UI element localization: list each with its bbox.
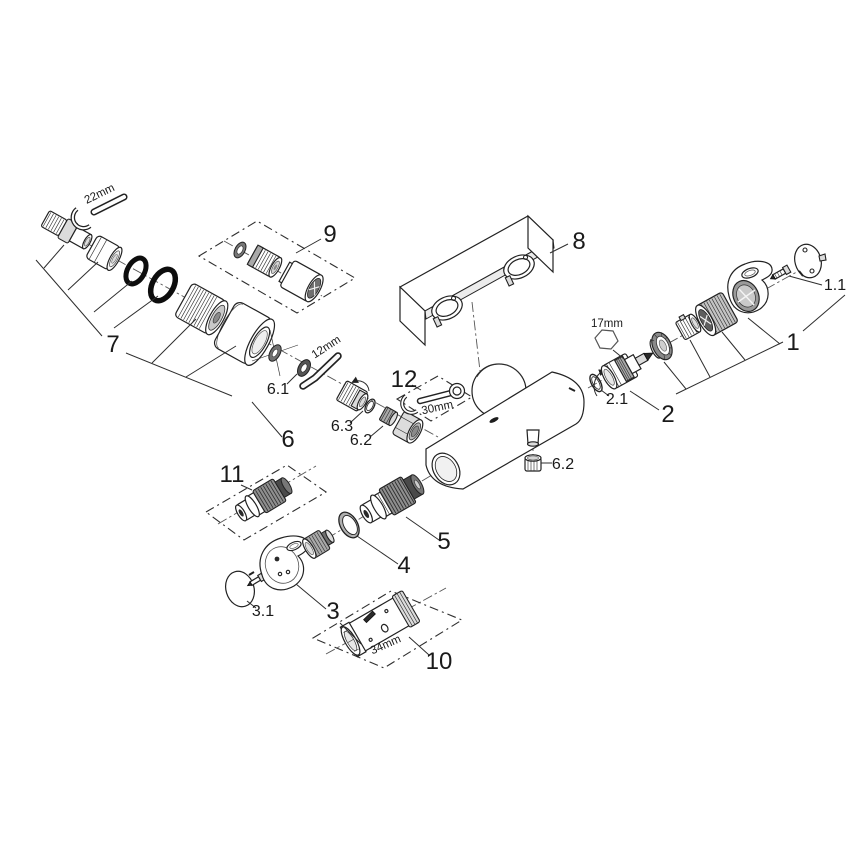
part-label-6: 6	[281, 426, 294, 453]
part-label-6.3: 6.3	[331, 418, 353, 435]
kit-box-10	[311, 590, 464, 669]
service-kit-boxes	[197, 220, 474, 669]
part-label-7: 7	[106, 331, 119, 358]
part-label-12: 12	[391, 366, 418, 393]
part-5-cartridge	[359, 474, 425, 524]
part-6-3-plug	[336, 380, 369, 412]
wrench-30mm-icon	[400, 382, 466, 415]
part-3-volume-handle	[259, 535, 309, 591]
part-6-3-oring	[364, 398, 376, 414]
part-6-2-insert	[379, 406, 399, 427]
part-1-threaded-bushing	[675, 313, 702, 340]
part-9-kit-cylinder	[246, 244, 283, 278]
part-label-8: 8	[572, 228, 585, 255]
part-label-1: 1	[786, 329, 799, 356]
part-11-cartridge-kit	[235, 477, 293, 522]
socket-tool-34mm	[339, 590, 420, 658]
kit-box-11	[204, 464, 328, 541]
leader-lines	[35, 238, 846, 656]
part-6-2-body-screw	[524, 454, 542, 472]
part-1-1-cap	[794, 243, 827, 279]
part-1-handle-screw	[769, 264, 792, 280]
part-label-10: 10	[426, 648, 453, 675]
part-label-11: 11	[220, 461, 245, 488]
part-7-oring-small	[123, 255, 149, 287]
part-label-6.2-body: 6.2	[552, 456, 574, 473]
part-7-threaded-collar	[175, 283, 229, 336]
kit-box-12	[395, 375, 474, 422]
part-9-kit-socket	[278, 260, 324, 303]
part-7-oring-large	[147, 266, 179, 304]
part-6-1-seal	[297, 359, 311, 377]
part-label-3: 3	[326, 598, 339, 625]
part-1-temperature-handle	[727, 260, 773, 314]
tool-size-label-17mm: 17mm	[591, 318, 623, 330]
part-label-5: 5	[437, 528, 450, 555]
part-7-union-adapter	[41, 210, 93, 250]
part-6-2-nut	[392, 411, 424, 444]
part-4-ring	[338, 511, 360, 539]
kit-box-9	[197, 220, 357, 314]
allen-key-12mm-icon	[299, 352, 342, 390]
part-label-2: 2	[661, 401, 674, 428]
part-7-union-nut	[86, 235, 123, 271]
part-label-1.1: 1.1	[824, 277, 846, 294]
hex-17mm-icon	[594, 329, 619, 350]
part-7-seal-marked	[251, 329, 299, 377]
part-8-mounting-bracket	[398, 214, 555, 347]
part-label-9: 9	[323, 221, 336, 248]
main-thermostat-body	[425, 371, 585, 490]
part-7-escutcheon	[213, 301, 276, 366]
part-label-3.1: 3.1	[252, 603, 274, 620]
wrench-22mm-icon	[70, 193, 128, 231]
part-9-kit-washer	[233, 241, 247, 259]
part-label-4: 4	[397, 552, 410, 579]
part-1-knurled-ring	[695, 292, 738, 337]
part-2-1-oring	[589, 373, 603, 393]
part-label-6.2: 6.2	[350, 432, 372, 449]
rotation-arrow-part63	[351, 376, 370, 392]
part-2-check-valve	[600, 352, 654, 390]
part-3-adapter	[302, 529, 335, 559]
part-1-stop-ring	[649, 331, 673, 361]
part-label-2.1: 2.1	[606, 391, 628, 408]
part-label-6.1: 6.1	[267, 381, 289, 398]
